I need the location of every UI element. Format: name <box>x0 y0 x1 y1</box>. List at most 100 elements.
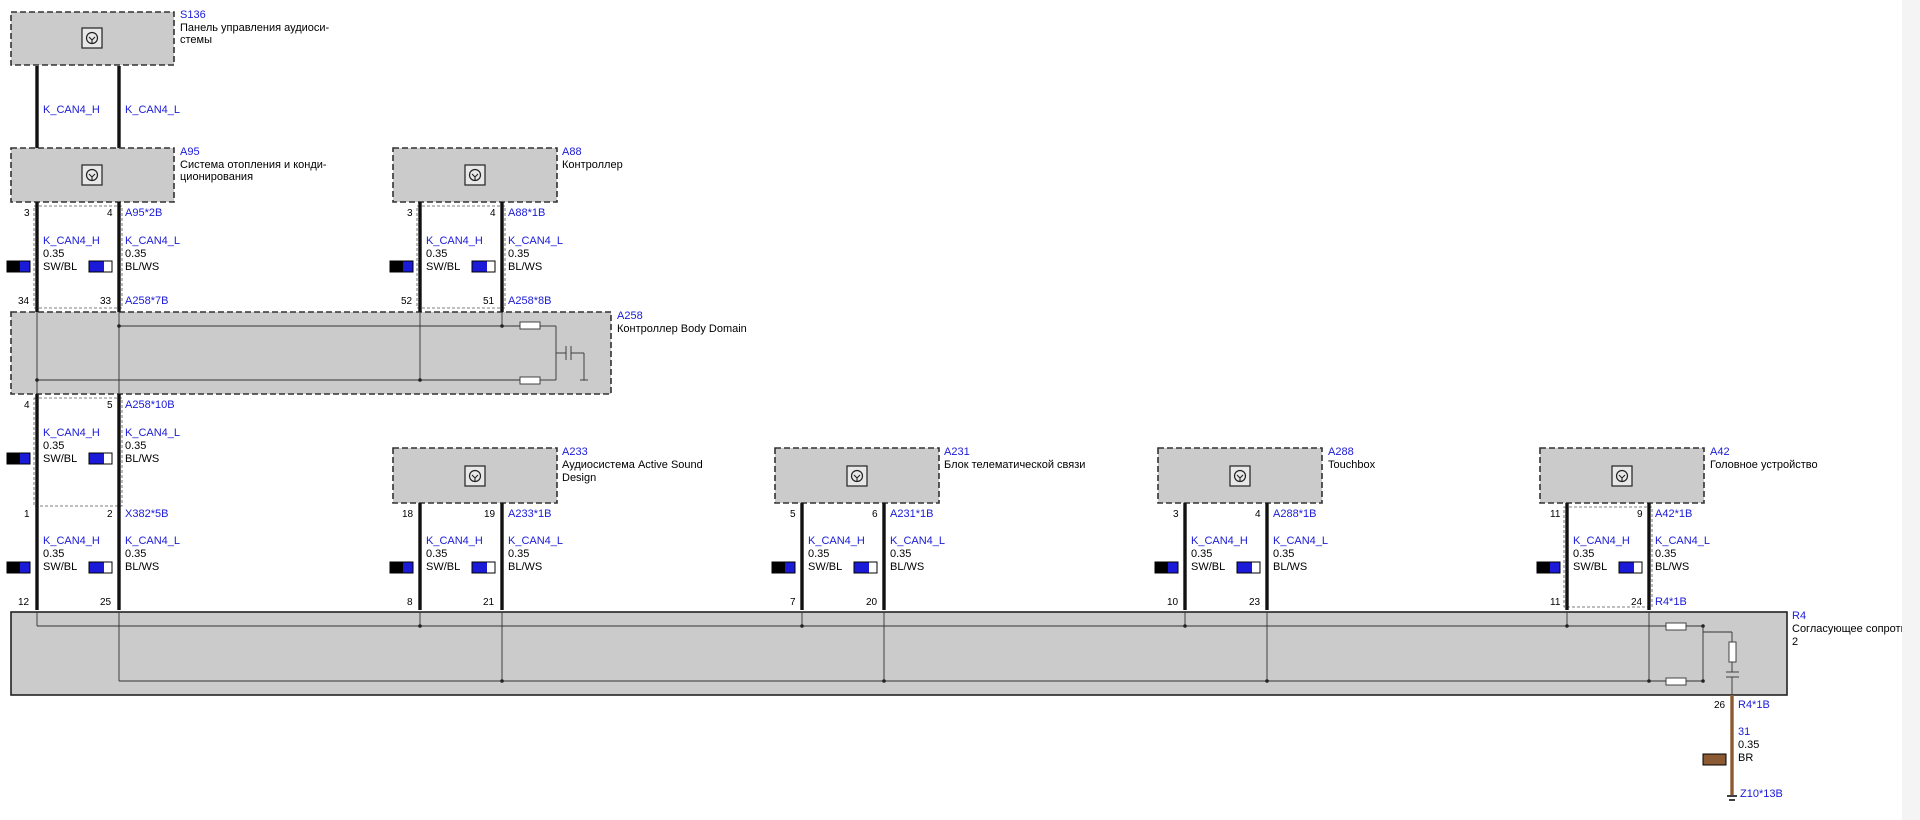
pin-number: 4 <box>24 400 30 411</box>
wire-color-swatch-icon <box>1236 561 1261 574</box>
pin-number: 18 <box>402 509 414 520</box>
pin-number: 4 <box>107 208 113 219</box>
component-ref: R4 <box>1792 610 1806 622</box>
component-ref: S136 <box>180 9 206 21</box>
connector-label: A42*1B <box>1655 508 1692 520</box>
wire-color-swatch-icon <box>6 561 31 574</box>
scroll-edge <box>1902 0 1920 820</box>
wire-color-swatch-icon <box>471 561 496 574</box>
pin-number: 2 <box>107 509 113 520</box>
wire-color: BL/WS <box>125 561 159 573</box>
connector-label: A258*8B <box>508 295 551 307</box>
signal-label: K_CAN4_L <box>890 535 945 547</box>
component-r4[interactable]: R4 Согласующее сопротивл 2 <box>10 610 1919 696</box>
wire-color: BL/WS <box>508 561 542 573</box>
wire-color-swatch-icon <box>88 260 113 273</box>
component-name: Аудиосистема Active Sound <box>562 459 703 471</box>
signal-label: K_CAN4_H <box>1191 535 1248 547</box>
pin-number: 23 <box>1249 597 1261 608</box>
component-name: стемы <box>180 34 212 46</box>
pin-number: 11 <box>1550 509 1561 520</box>
component-a95[interactable]: A95 Система отопления и конди- ционирова… <box>10 146 327 203</box>
component-ref: A95 <box>180 146 200 158</box>
wire-color-swatch-icon <box>1536 561 1561 574</box>
pin-number: 33 <box>100 296 112 307</box>
pin-number: 4 <box>1255 509 1261 520</box>
component-name: Согласующее сопротивл <box>1792 623 1919 635</box>
component-name: 2 <box>1792 636 1798 648</box>
signal-label: K_CAN4_L <box>508 235 563 247</box>
pin-number: 19 <box>484 509 496 520</box>
pin-number: 3 <box>407 208 413 219</box>
connector-label: A258*7B <box>125 295 168 307</box>
wire-color: BL/WS <box>890 561 924 573</box>
connector-label: A288*1B <box>1273 508 1316 520</box>
wire-color-swatch-icon <box>88 561 113 574</box>
signal-label: K_CAN4_L <box>1273 535 1328 547</box>
signal-label: K_CAN4_H <box>43 427 100 439</box>
wire-size: 0.35 <box>426 548 447 560</box>
component-ref: A42 <box>1710 446 1730 458</box>
pin-number: 3 <box>24 208 30 219</box>
pin-number: 26 <box>1714 700 1726 711</box>
signal-label: K_CAN4_L <box>508 535 563 547</box>
wire-size: 0.35 <box>508 548 529 560</box>
control-unit-icon <box>1229 465 1251 487</box>
component-name: Touchbox <box>1328 459 1376 471</box>
component-a231[interactable]: A231 Блок телематической связи <box>774 446 1085 504</box>
wire-size: 0.35 <box>43 440 64 452</box>
component-a42[interactable]: A42 Головное устройство <box>1539 446 1818 504</box>
signal-label: K_CAN4_H <box>426 535 483 547</box>
component-ref: A288 <box>1328 446 1354 458</box>
wire-color: BL/WS <box>125 261 159 273</box>
component-a258[interactable]: A258 Контроллер Body Domain <box>10 310 747 395</box>
component-a233[interactable]: A233 Аудиосистема Active Sound Design <box>392 446 703 504</box>
component-name: Контроллер Body Domain <box>617 323 747 335</box>
wire-color: BL/WS <box>508 261 542 273</box>
wire-color-swatch-icon <box>1702 753 1727 766</box>
component-name: ционирования <box>180 171 253 183</box>
wire-color: BL/WS <box>1273 561 1307 573</box>
pin-number: 12 <box>18 597 30 608</box>
wire-color: SW/BL <box>426 561 460 573</box>
pin-number: 11 <box>1550 597 1561 608</box>
wire-size: 0.35 <box>1573 548 1594 560</box>
wire-color-swatch-icon <box>389 561 414 574</box>
pin-number: 5 <box>107 400 113 411</box>
component-name: Головное устройство <box>1710 459 1818 471</box>
pin-number: 6 <box>872 509 878 520</box>
connector-label: A231*1B <box>890 508 933 520</box>
signal-label: K_CAN4_L <box>125 235 180 247</box>
pin-number: 52 <box>401 296 413 307</box>
signal-label: K_CAN4_H <box>43 535 100 547</box>
wire-size: 0.35 <box>125 440 146 452</box>
signal-label: K_CAN4_L <box>125 427 180 439</box>
wire-color-swatch-icon <box>771 561 796 574</box>
component-s136[interactable]: S136 Панель управления аудиоси- стемы <box>10 9 330 66</box>
pin-number: 20 <box>866 597 878 608</box>
signal-label: K_CAN4_H <box>808 535 865 547</box>
pin-number: 7 <box>790 597 796 608</box>
wire-color: SW/BL <box>1573 561 1607 573</box>
pin-number: 8 <box>407 597 413 608</box>
wire-color-swatch-icon <box>853 561 878 574</box>
connector-label: A88*1B <box>508 207 545 219</box>
wire-color-swatch-icon <box>1618 561 1643 574</box>
pin-number: 10 <box>1167 597 1179 608</box>
wire-size: 0.35 <box>125 248 146 260</box>
component-name: Система отопления и конди- <box>180 159 327 171</box>
pin-number: 1 <box>24 509 30 520</box>
signal-label: K_CAN4_L <box>1655 535 1710 547</box>
wire-size: 0.35 <box>890 548 911 560</box>
wire-size: 0.35 <box>1738 739 1759 751</box>
wire-color: SW/BL <box>426 261 460 273</box>
wire-size: 0.35 <box>125 548 146 560</box>
connector-label: A95*2B <box>125 207 162 219</box>
component-name: Блок телематической связи <box>944 459 1085 471</box>
wire-color-swatch-icon <box>471 260 496 273</box>
wire-color: BL/WS <box>1655 561 1689 573</box>
component-a88[interactable]: A88 Контроллер <box>392 146 623 203</box>
wire-color: SW/BL <box>1191 561 1225 573</box>
component-a288[interactable]: A288 Touchbox <box>1157 446 1376 504</box>
